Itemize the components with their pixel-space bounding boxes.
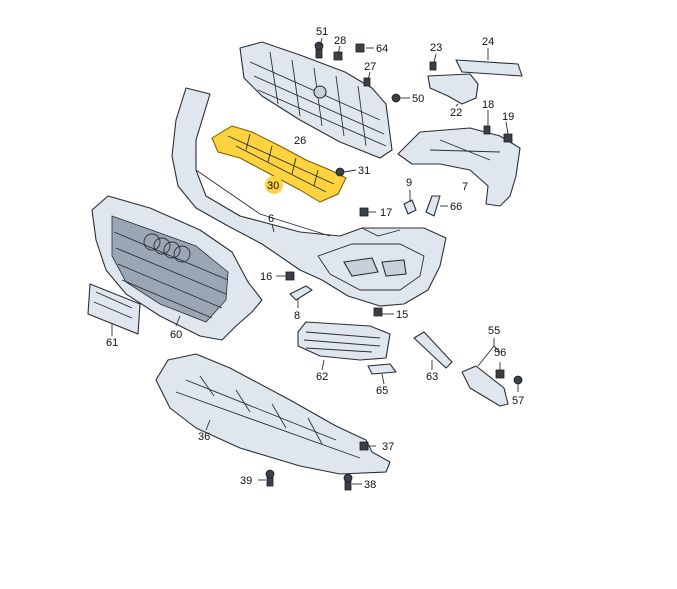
side-bracket-part-7[interactable] [397,127,521,207]
callout-28[interactable]: 28 [334,35,346,47]
clip-part-9[interactable] [403,199,417,215]
callout-39[interactable]: 39 [240,475,252,487]
callout-37[interactable]: 37 [382,441,394,453]
fastener-51[interactable] [314,41,324,59]
trim-part-24[interactable] [455,59,523,77]
callout-24[interactable]: 24 [482,36,494,48]
callout-30[interactable]: 30 [267,180,279,192]
callout-66[interactable]: 66 [450,201,462,213]
license-plate-bracket-part-61[interactable] [87,283,141,335]
fastener-56[interactable] [495,369,505,379]
callout-19[interactable]: 19 [502,111,514,123]
audi-rings-logo [143,233,191,263]
callout-7[interactable]: 7 [462,181,468,193]
fastener-57[interactable] [513,375,523,385]
upper-grille-part-26[interactable] [239,41,393,159]
callout-36[interactable]: 36 [198,431,210,443]
fastener-64[interactable] [355,43,365,53]
callout-55[interactable]: 55 [488,325,500,337]
callout-27[interactable]: 27 [364,61,376,73]
callout-50[interactable]: 50 [412,93,424,105]
fastener-37[interactable] [359,441,369,451]
cap-part-8[interactable] [289,285,313,301]
callout-51[interactable]: 51 [316,26,328,38]
fastener-16[interactable] [285,271,295,281]
callout-17[interactable]: 17 [380,207,392,219]
bumper-cover-part-6[interactable] [171,87,447,307]
fastener-50[interactable] [391,93,401,103]
callout-15[interactable]: 15 [396,309,408,321]
trim-strip-part-66[interactable] [425,195,441,217]
callout-22[interactable]: 22 [450,107,462,119]
bracket-part-63[interactable] [413,331,453,369]
callout-64[interactable]: 64 [376,43,388,55]
fastener-38[interactable] [343,473,353,491]
fastener-31[interactable] [335,167,345,177]
callout-56[interactable]: 56 [494,347,506,359]
fastener-28[interactable] [333,51,343,61]
bracket-part-55[interactable] [461,365,509,407]
cover-part-65[interactable] [367,363,397,375]
callout-30-highlight [265,176,283,194]
callout-65[interactable]: 65 [376,385,388,397]
callout-38[interactable]: 38 [364,479,376,491]
fastener-18[interactable] [483,125,491,135]
fog-trim-part-62[interactable] [297,321,391,361]
callout-26[interactable]: 26 [294,135,306,147]
callout-8[interactable]: 8 [294,310,300,322]
fastener-19[interactable] [503,133,513,143]
callout-60[interactable]: 60 [170,329,182,341]
callout-62[interactable]: 62 [316,371,328,383]
callout-9[interactable]: 9 [406,177,412,189]
callout-16[interactable]: 16 [260,271,272,283]
callout-63[interactable]: 63 [426,371,438,383]
trim-part-22[interactable] [427,73,479,105]
callout-57[interactable]: 57 [512,395,524,407]
callout-labels: 51 28 64 27 50 23 24 22 18 19 26 31 30 9… [106,26,524,491]
fastener-17[interactable] [359,207,369,217]
callout-61[interactable]: 61 [106,337,118,349]
callout-23[interactable]: 23 [430,42,442,54]
undertray-part-36[interactable] [155,353,391,475]
leader-lines [111,37,519,485]
front-grille-part-60[interactable] [91,195,263,341]
fastener-23[interactable] [429,61,437,71]
bracket-part-30[interactable] [211,125,347,203]
fastener-15[interactable] [373,307,383,317]
fastener-27[interactable] [363,77,371,87]
callout-31[interactable]: 31 [358,165,370,177]
callout-6[interactable]: 6 [268,213,274,225]
fastener-39[interactable] [265,469,275,487]
callout-18[interactable]: 18 [482,99,494,111]
